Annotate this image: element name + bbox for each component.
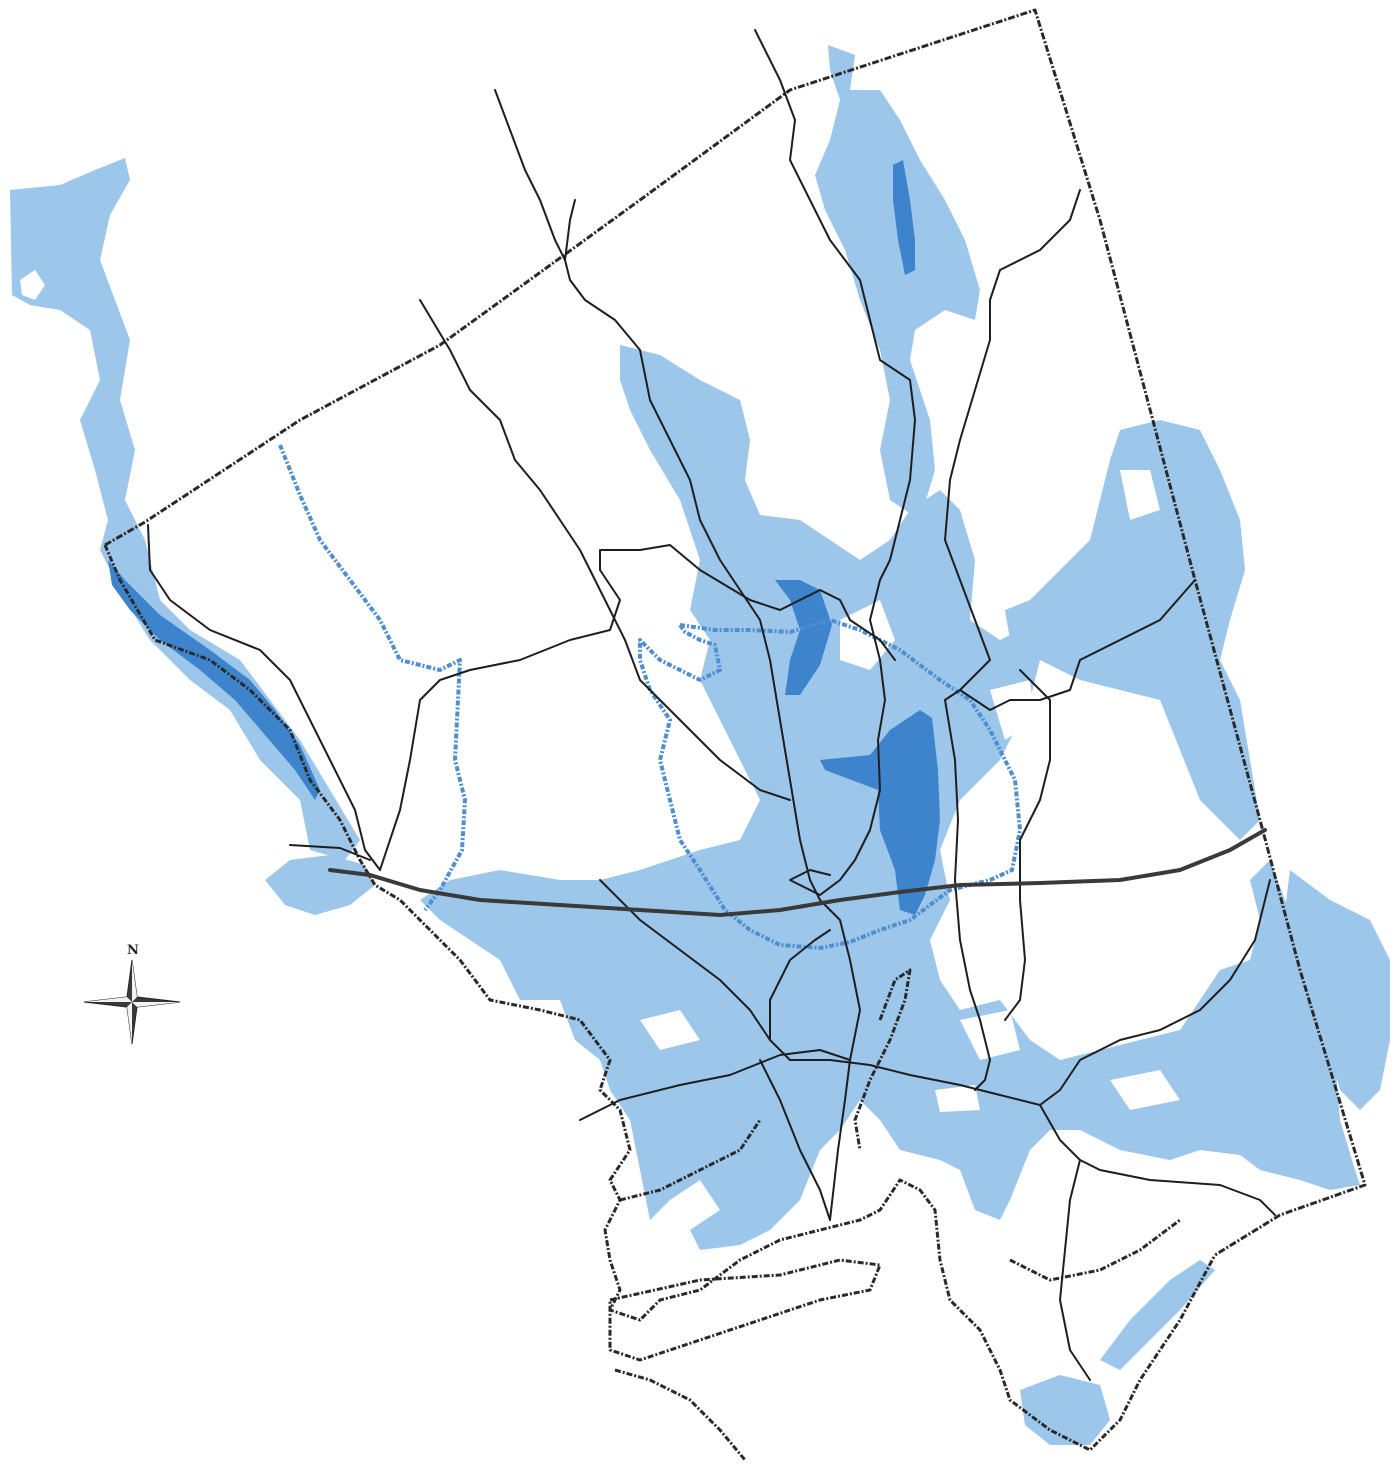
aquifer-area-east xyxy=(1005,420,1260,840)
compass-rose: N xyxy=(83,943,181,1045)
compass-north-label: N xyxy=(127,943,139,958)
aquifer-area-south-cove xyxy=(1020,1375,1110,1445)
aquifer-area-north-lakes xyxy=(815,45,980,520)
aquifer-area-southeast-shore xyxy=(1100,1260,1215,1370)
aquifer-core-north xyxy=(893,160,915,275)
road xyxy=(959,579,1196,711)
island xyxy=(1120,470,1160,520)
protection-zone-west xyxy=(278,444,467,912)
coastline-harbor xyxy=(619,968,1181,1282)
road xyxy=(1059,1159,1091,1381)
road xyxy=(1039,1104,1276,1216)
aquifer-core-riverbank xyxy=(108,560,320,800)
road xyxy=(379,544,896,871)
road xyxy=(579,1049,851,1121)
island xyxy=(840,600,895,670)
road xyxy=(1004,669,1051,1021)
aquifer-area-northwest-river xyxy=(10,158,360,860)
coastline-peninsula xyxy=(614,1368,747,1461)
road xyxy=(564,259,861,1221)
town-boundary-north xyxy=(104,8,1367,1257)
aquifer-area-west-bay xyxy=(265,855,375,915)
road xyxy=(759,1059,831,1221)
compass-rose-highlight xyxy=(84,960,180,1044)
island xyxy=(1110,1070,1180,1110)
roads xyxy=(147,29,1276,1381)
road xyxy=(944,189,1081,701)
coastline-island xyxy=(608,1258,882,1362)
aquifer-core-central-west xyxy=(775,580,832,695)
road xyxy=(289,844,371,861)
road xyxy=(754,29,916,896)
non-aquifer-islands xyxy=(20,270,1180,1112)
road xyxy=(147,524,381,871)
aquifer-area-east-edge xyxy=(1285,870,1390,1110)
island xyxy=(960,1010,1020,1060)
road xyxy=(494,89,576,261)
road xyxy=(944,699,991,1091)
aquifer-light-layer xyxy=(10,45,1390,1445)
road xyxy=(769,929,831,1041)
road xyxy=(599,879,1271,1106)
island xyxy=(20,270,45,300)
coastline-west xyxy=(103,544,1217,1452)
island xyxy=(640,1010,700,1050)
island xyxy=(990,680,1035,740)
highway xyxy=(328,828,1267,917)
aquifer-core-central-east xyxy=(820,710,940,915)
island xyxy=(935,1085,980,1112)
aquifer-dark-layer xyxy=(108,160,940,915)
road xyxy=(419,299,791,801)
